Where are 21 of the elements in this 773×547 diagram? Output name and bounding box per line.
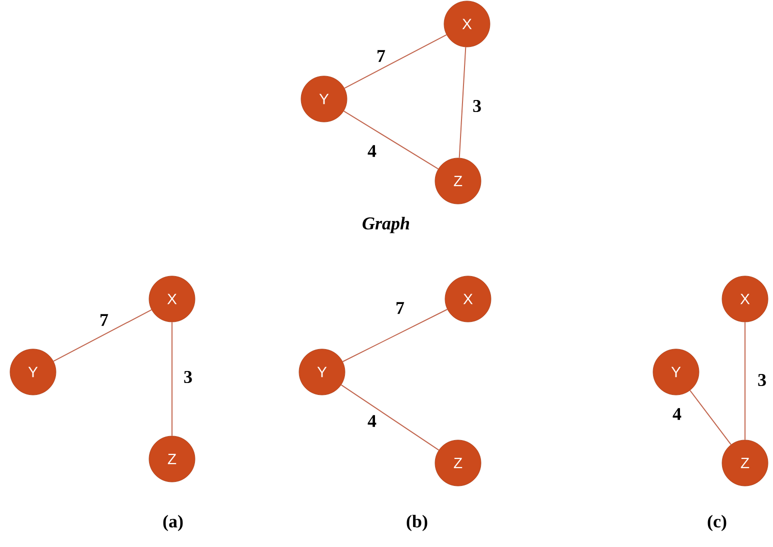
edge-weight: 3 [184,370,192,384]
edge-weight: 4 [672,408,682,420]
edge-line [53,309,152,362]
edge-line [458,46,466,158]
edge-line [342,308,448,362]
subfigure-label: (c) [708,514,726,532]
edge-weight: 3 [473,100,481,112]
edge-weight: 7 [100,314,108,326]
subfigure-label: (a) [163,514,183,532]
edge-weight: 3 [758,374,766,386]
edge-line [744,322,746,440]
edge-line [343,110,439,170]
edge-line [690,390,732,446]
edge-weight: 4 [368,415,376,427]
edge-line [344,34,447,89]
edge-weight: 7 [378,50,386,62]
edge-weight: 7 [396,302,404,314]
edge-weight: 4 [368,145,376,157]
subfigure-label: (b) [406,514,428,532]
edge-line [340,384,440,451]
graph-caption: Graph [362,216,410,234]
